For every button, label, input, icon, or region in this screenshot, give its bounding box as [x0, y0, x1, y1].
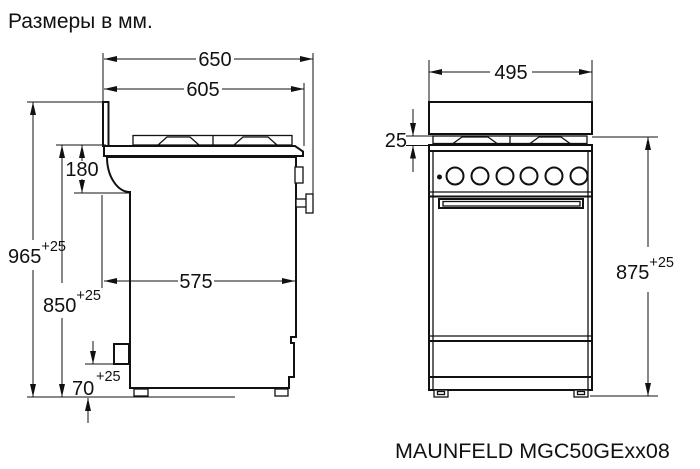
model-label: MAUNFELD MGC50GExx08 [395, 439, 670, 463]
dim-hob-to-rear-ledge: 180 [65, 145, 99, 193]
dim-label-25: 25 [385, 130, 407, 152]
dim-label-180: 180 [65, 159, 98, 181]
front-view-burner-right [527, 136, 573, 145]
page-title: Размеры в мм. [8, 10, 153, 33]
knob-2 [470, 166, 490, 186]
dim-label-495: 495 [494, 62, 527, 84]
dim-gas-inlet-height: +25 70 [72, 341, 121, 423]
side-view-body [105, 156, 297, 389]
side-view-backsplash [102, 101, 110, 147]
dim-label-650: 650 [198, 49, 231, 71]
front-view-body [428, 150, 593, 391]
dim-label-70: 70 [72, 378, 94, 400]
side-view-gas-inlet [113, 343, 130, 365]
dim-label-965: 965+25 [8, 239, 66, 268]
dim-overall-depth: 650 [104, 49, 313, 71]
dim-depth-to-hob-edge: 605 [104, 79, 304, 101]
dim-label-850: 850+25 [43, 288, 101, 317]
dim-overall-height: 965+25 [8, 102, 66, 397]
side-view-front-foot [274, 388, 289, 397]
dim-width: 495 [429, 62, 592, 84]
knob-6 [569, 166, 589, 186]
dim-label-605: 605 [186, 79, 219, 101]
side-view-burner-left [156, 136, 201, 146]
dim-hob-height: 850+25 [43, 145, 101, 397]
dim-label-875: 875+25 [616, 255, 674, 284]
knob-3 [495, 166, 515, 186]
front-view-oven-door [429, 198, 592, 342]
side-view-knob [294, 166, 304, 184]
front-view-left-foot [433, 389, 449, 398]
front-view-backsplash [428, 101, 593, 135]
dim-body-depth: 575 [104, 271, 295, 293]
side-view-rear-foot [133, 388, 149, 397]
indicator-light [437, 174, 442, 180]
side-view-handle-bar [305, 193, 314, 214]
dim-grate-height: 25 [385, 109, 416, 172]
knob-5 [544, 166, 564, 186]
side-view-hob-surface [103, 145, 304, 157]
front-view-burner-left [450, 136, 500, 145]
front-view [428, 101, 593, 398]
door-handle [438, 198, 584, 209]
knob-4 [519, 166, 539, 186]
side-view [102, 101, 314, 397]
side-view-burner-right [232, 136, 279, 146]
knob-1 [445, 166, 465, 186]
front-view-right-foot [573, 389, 589, 398]
dim-label-575: 575 [179, 271, 212, 293]
front-view-control-panel [429, 166, 592, 198]
dim-height-to-grate: 875+25 [616, 137, 674, 396]
dim-label-70-tol: +25 [96, 369, 121, 385]
